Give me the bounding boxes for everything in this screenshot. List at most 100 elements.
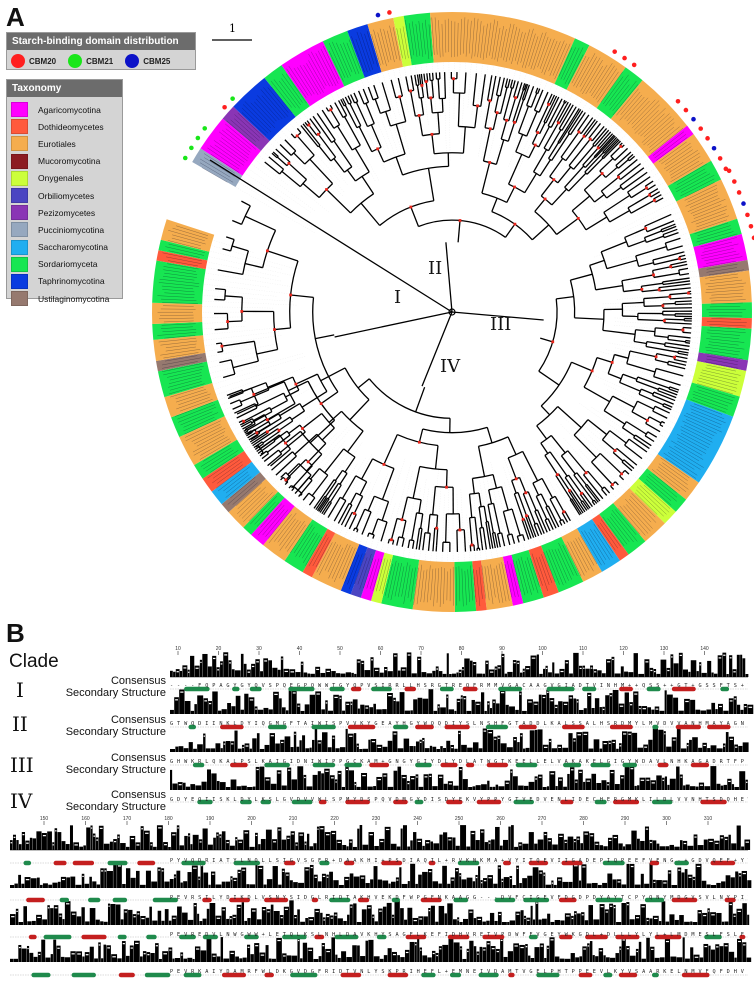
logo-column [192,834,199,850]
ring-segment [511,550,544,604]
branch [540,442,549,454]
logo-column [652,728,658,752]
leaf-guide-line [460,489,465,562]
logo-column [13,836,16,838]
branch [484,100,491,128]
leaf-guide-line [207,261,279,277]
logo-column [563,703,568,705]
branch [302,492,310,501]
logo-column [326,950,330,953]
logo-column [620,775,625,790]
leaf-label-mark [696,386,735,399]
branch [646,341,666,346]
logo-column [278,829,281,831]
branch [300,125,319,148]
logo-column [180,952,184,962]
logo-column [315,666,321,677]
logo-column [668,872,671,874]
logo-column [638,705,642,714]
logo-column [729,700,733,702]
logo-column [745,779,748,790]
logo-column [640,840,645,850]
branch [344,456,356,473]
logo-column [336,839,342,850]
logo-column [573,652,579,677]
leaf-guide-line [593,374,681,414]
leaf-guide-line [563,129,623,194]
leaf-label-mark [652,131,685,156]
logo-column [229,950,235,962]
helix-segment [53,860,67,866]
branch [374,495,389,503]
leaf-label-mark [293,67,312,96]
logo-column [498,667,501,669]
logo-column [201,781,207,790]
branch [346,169,356,182]
branch [294,477,310,495]
logo-column [393,699,396,701]
branch [547,505,560,528]
logo-column [559,668,565,677]
logo-column [432,670,436,677]
logo-column [176,870,181,888]
logo-column [477,953,479,955]
logo-column [353,733,357,752]
branch [550,102,566,128]
support-node-mark [661,304,665,308]
logo-column [707,660,712,677]
strand-segment [107,860,128,866]
logo-column [551,882,554,884]
leaf-label-mark [680,178,715,197]
leaf-label-mark [491,20,499,60]
logo-column [432,881,439,888]
logo-column [280,739,285,752]
logo-column [473,918,477,925]
branch [219,359,232,364]
leaf-label-mark [308,534,327,567]
logo-column [559,958,565,962]
branch [255,392,284,408]
sequence-row: - - - - F Q P A G Y G Y Q V S P Q E G P … [170,683,748,689]
logo-column [599,904,605,925]
ring-segment [540,536,584,593]
leaf-label-mark [433,568,437,607]
logo-column [535,778,538,780]
leaf-label-mark [303,535,320,564]
leaf-guide-line [202,326,245,330]
branch [485,521,491,550]
logo-column [288,690,292,714]
logo-column [410,840,413,850]
branch [396,536,400,546]
ring-segment [596,67,643,119]
support-node-mark [668,295,672,299]
logo-column [369,707,374,714]
branch [267,376,294,388]
logo-column [645,661,649,663]
leaf-label-mark [706,256,743,264]
logo-column [95,837,99,850]
logo-column [244,743,250,752]
logo-column [503,877,510,888]
ruler-label: 230 [372,816,381,822]
logo-column [291,833,294,835]
branch [653,272,680,279]
logo-column [461,879,467,888]
logo-column [376,744,383,752]
branch [568,108,580,126]
logo-column [725,838,728,841]
logo-column [716,912,722,925]
leaf-label-mark [299,65,319,95]
logo-column [461,667,464,677]
leaf-guide-line [629,314,702,316]
logo-column [487,701,490,714]
logo-column [241,867,247,888]
branch [288,162,307,180]
taxonomy-legend-label: Orbiliomycetes [38,190,95,201]
helix-segment [466,762,475,768]
logo-column [609,905,613,907]
logo-column [573,838,577,850]
leaf-label-mark [162,329,197,332]
logo-column [178,784,182,786]
branch [593,499,598,504]
ruler-label: 220 [330,816,339,822]
